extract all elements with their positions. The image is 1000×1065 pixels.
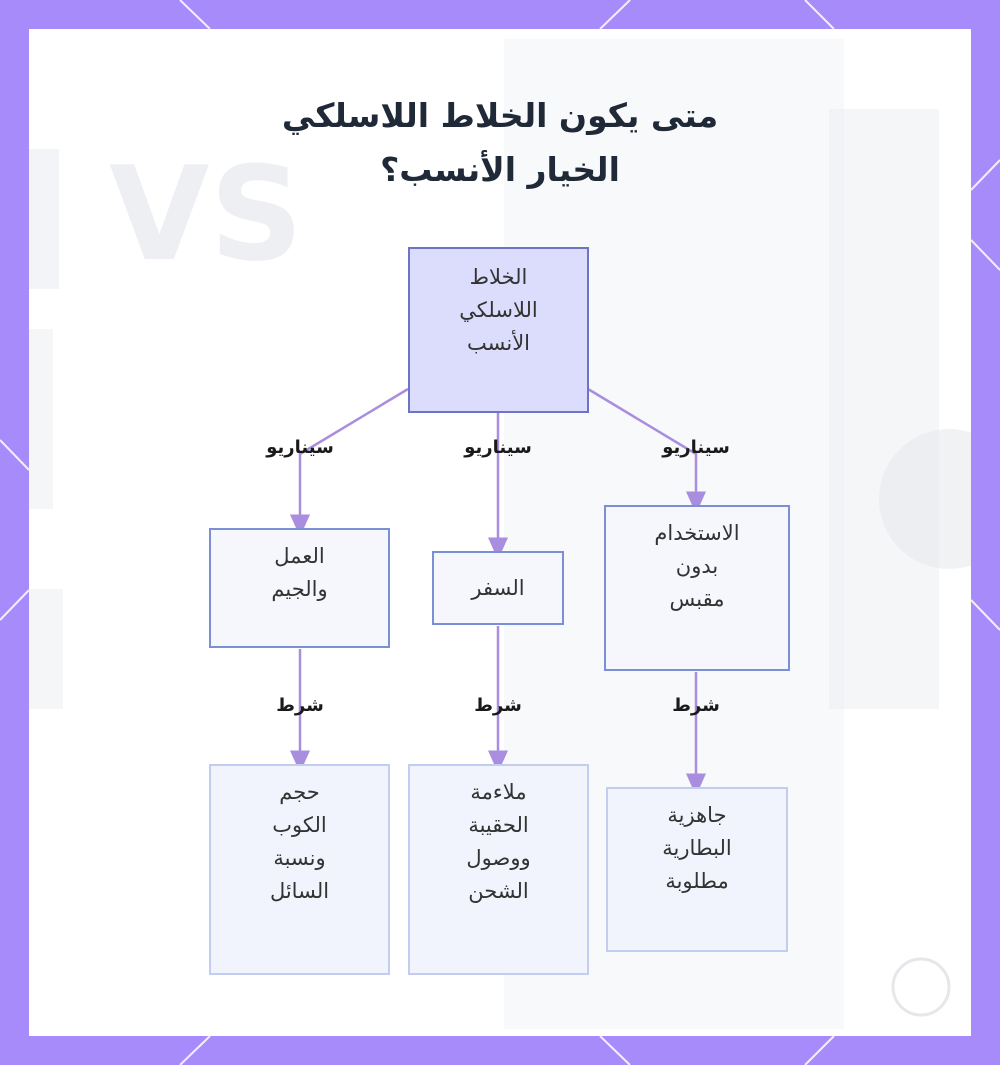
root-node: الخلاط اللاسلكي الأنسب [408, 247, 589, 413]
result-node-bag-fit: ملاءمة الحقيبة ووصول الشحن [408, 764, 589, 975]
edge-label-condition-travel: شرط [474, 695, 522, 716]
title-line-1: متى يكون الخلاط اللاسلكي [281, 96, 719, 135]
diagram-title: متى يكون الخلاط اللاسلكي الخيار الأنسب؟ [200, 89, 800, 197]
edges [290, 387, 706, 796]
scenario-node-work-gym: العمل والجيم [209, 528, 390, 648]
result-node-battery: جاهزية البطارية مطلوبة [606, 787, 788, 952]
watermark-text: VS [109, 138, 303, 290]
edge-label-scenario-cordless: سيناريو [662, 437, 730, 458]
scenario-node-cordless-use: الاستخدام بدون مقبس [604, 505, 790, 671]
edge-root-cordless [587, 387, 706, 514]
edge-label-condition-cordless: شرط [672, 695, 720, 716]
result-node-cup-size: حجم الكوب ونسبة السائل [209, 764, 390, 975]
scenario-node-travel: السفر [432, 551, 564, 625]
edge-label-scenario-work: سيناريو [266, 437, 334, 458]
edge-label-condition-work: شرط [276, 695, 324, 716]
title-line-2: الخيار الأنسب؟ [380, 150, 620, 189]
edge-root-work [290, 387, 409, 537]
edge-label-scenario-travel: سيناريو [464, 437, 532, 458]
diagram-card: VS متى يكون الخلاط اللاسلكي الخيار الأنس… [29, 29, 971, 1036]
